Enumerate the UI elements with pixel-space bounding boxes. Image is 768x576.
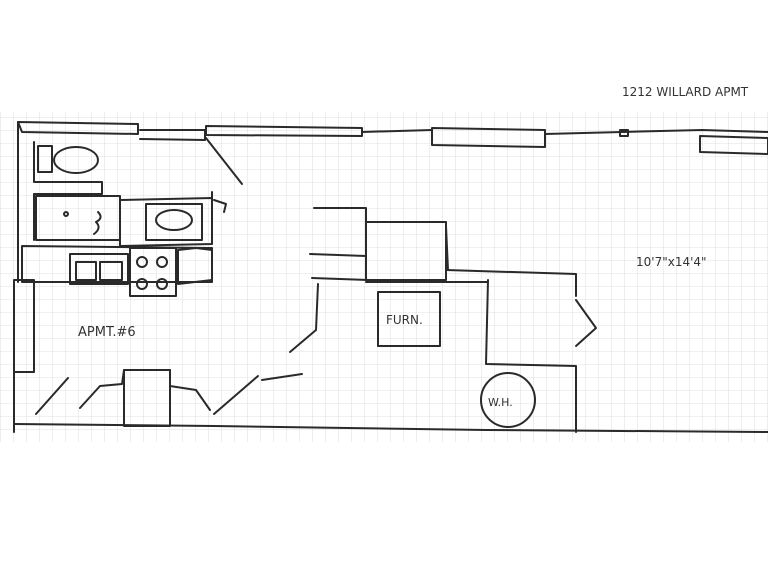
vanity-cabinet	[145, 203, 203, 241]
burner-1	[136, 256, 148, 268]
utility-partition	[485, 279, 577, 433]
burner-3	[136, 278, 148, 290]
entry-door	[205, 137, 243, 185]
burner-2	[156, 256, 168, 268]
water-heater-label: W.H.	[488, 396, 513, 409]
graph-paper-grid	[0, 112, 768, 442]
sink-basin-right	[99, 261, 123, 281]
sink-basin-left	[75, 261, 97, 281]
toilet-tank	[37, 145, 53, 173]
drain	[63, 211, 69, 217]
burner-4	[156, 278, 168, 290]
bottom-wall	[13, 423, 768, 433]
vanity-fixture	[213, 199, 227, 213]
vanity-sink	[155, 209, 193, 231]
kitchen-sink	[69, 253, 129, 285]
bottom-left-door	[35, 377, 69, 415]
top-wall-6	[544, 129, 768, 135]
top-wall-4	[361, 129, 433, 133]
left-wall-lower	[13, 279, 35, 373]
utility-wall	[445, 269, 577, 297]
unit-label: APMT.#6	[78, 325, 136, 340]
window-marker	[619, 129, 629, 137]
dimensions-label: 10'7"x14'4"	[636, 255, 707, 269]
top-wall-7	[699, 135, 768, 155]
address-label: 1212 WILLARD APMT	[622, 85, 749, 99]
closet	[365, 221, 447, 281]
closet-wall	[313, 207, 367, 223]
toilet	[53, 146, 99, 174]
top-wall-3	[205, 125, 363, 137]
closet-door	[445, 225, 449, 271]
water-heater	[480, 372, 536, 428]
top-wall-5	[431, 127, 546, 148]
top-wall	[17, 121, 139, 135]
fridge	[177, 247, 213, 285]
center-wall-stub	[289, 283, 319, 353]
bottom-door	[213, 373, 303, 415]
furnace	[377, 291, 441, 347]
bath-partition	[33, 141, 103, 241]
center-wall	[309, 253, 369, 281]
utility-door	[575, 299, 597, 347]
furnace-label: FURN.	[386, 313, 423, 327]
faucet	[93, 211, 102, 235]
stove	[129, 247, 177, 297]
